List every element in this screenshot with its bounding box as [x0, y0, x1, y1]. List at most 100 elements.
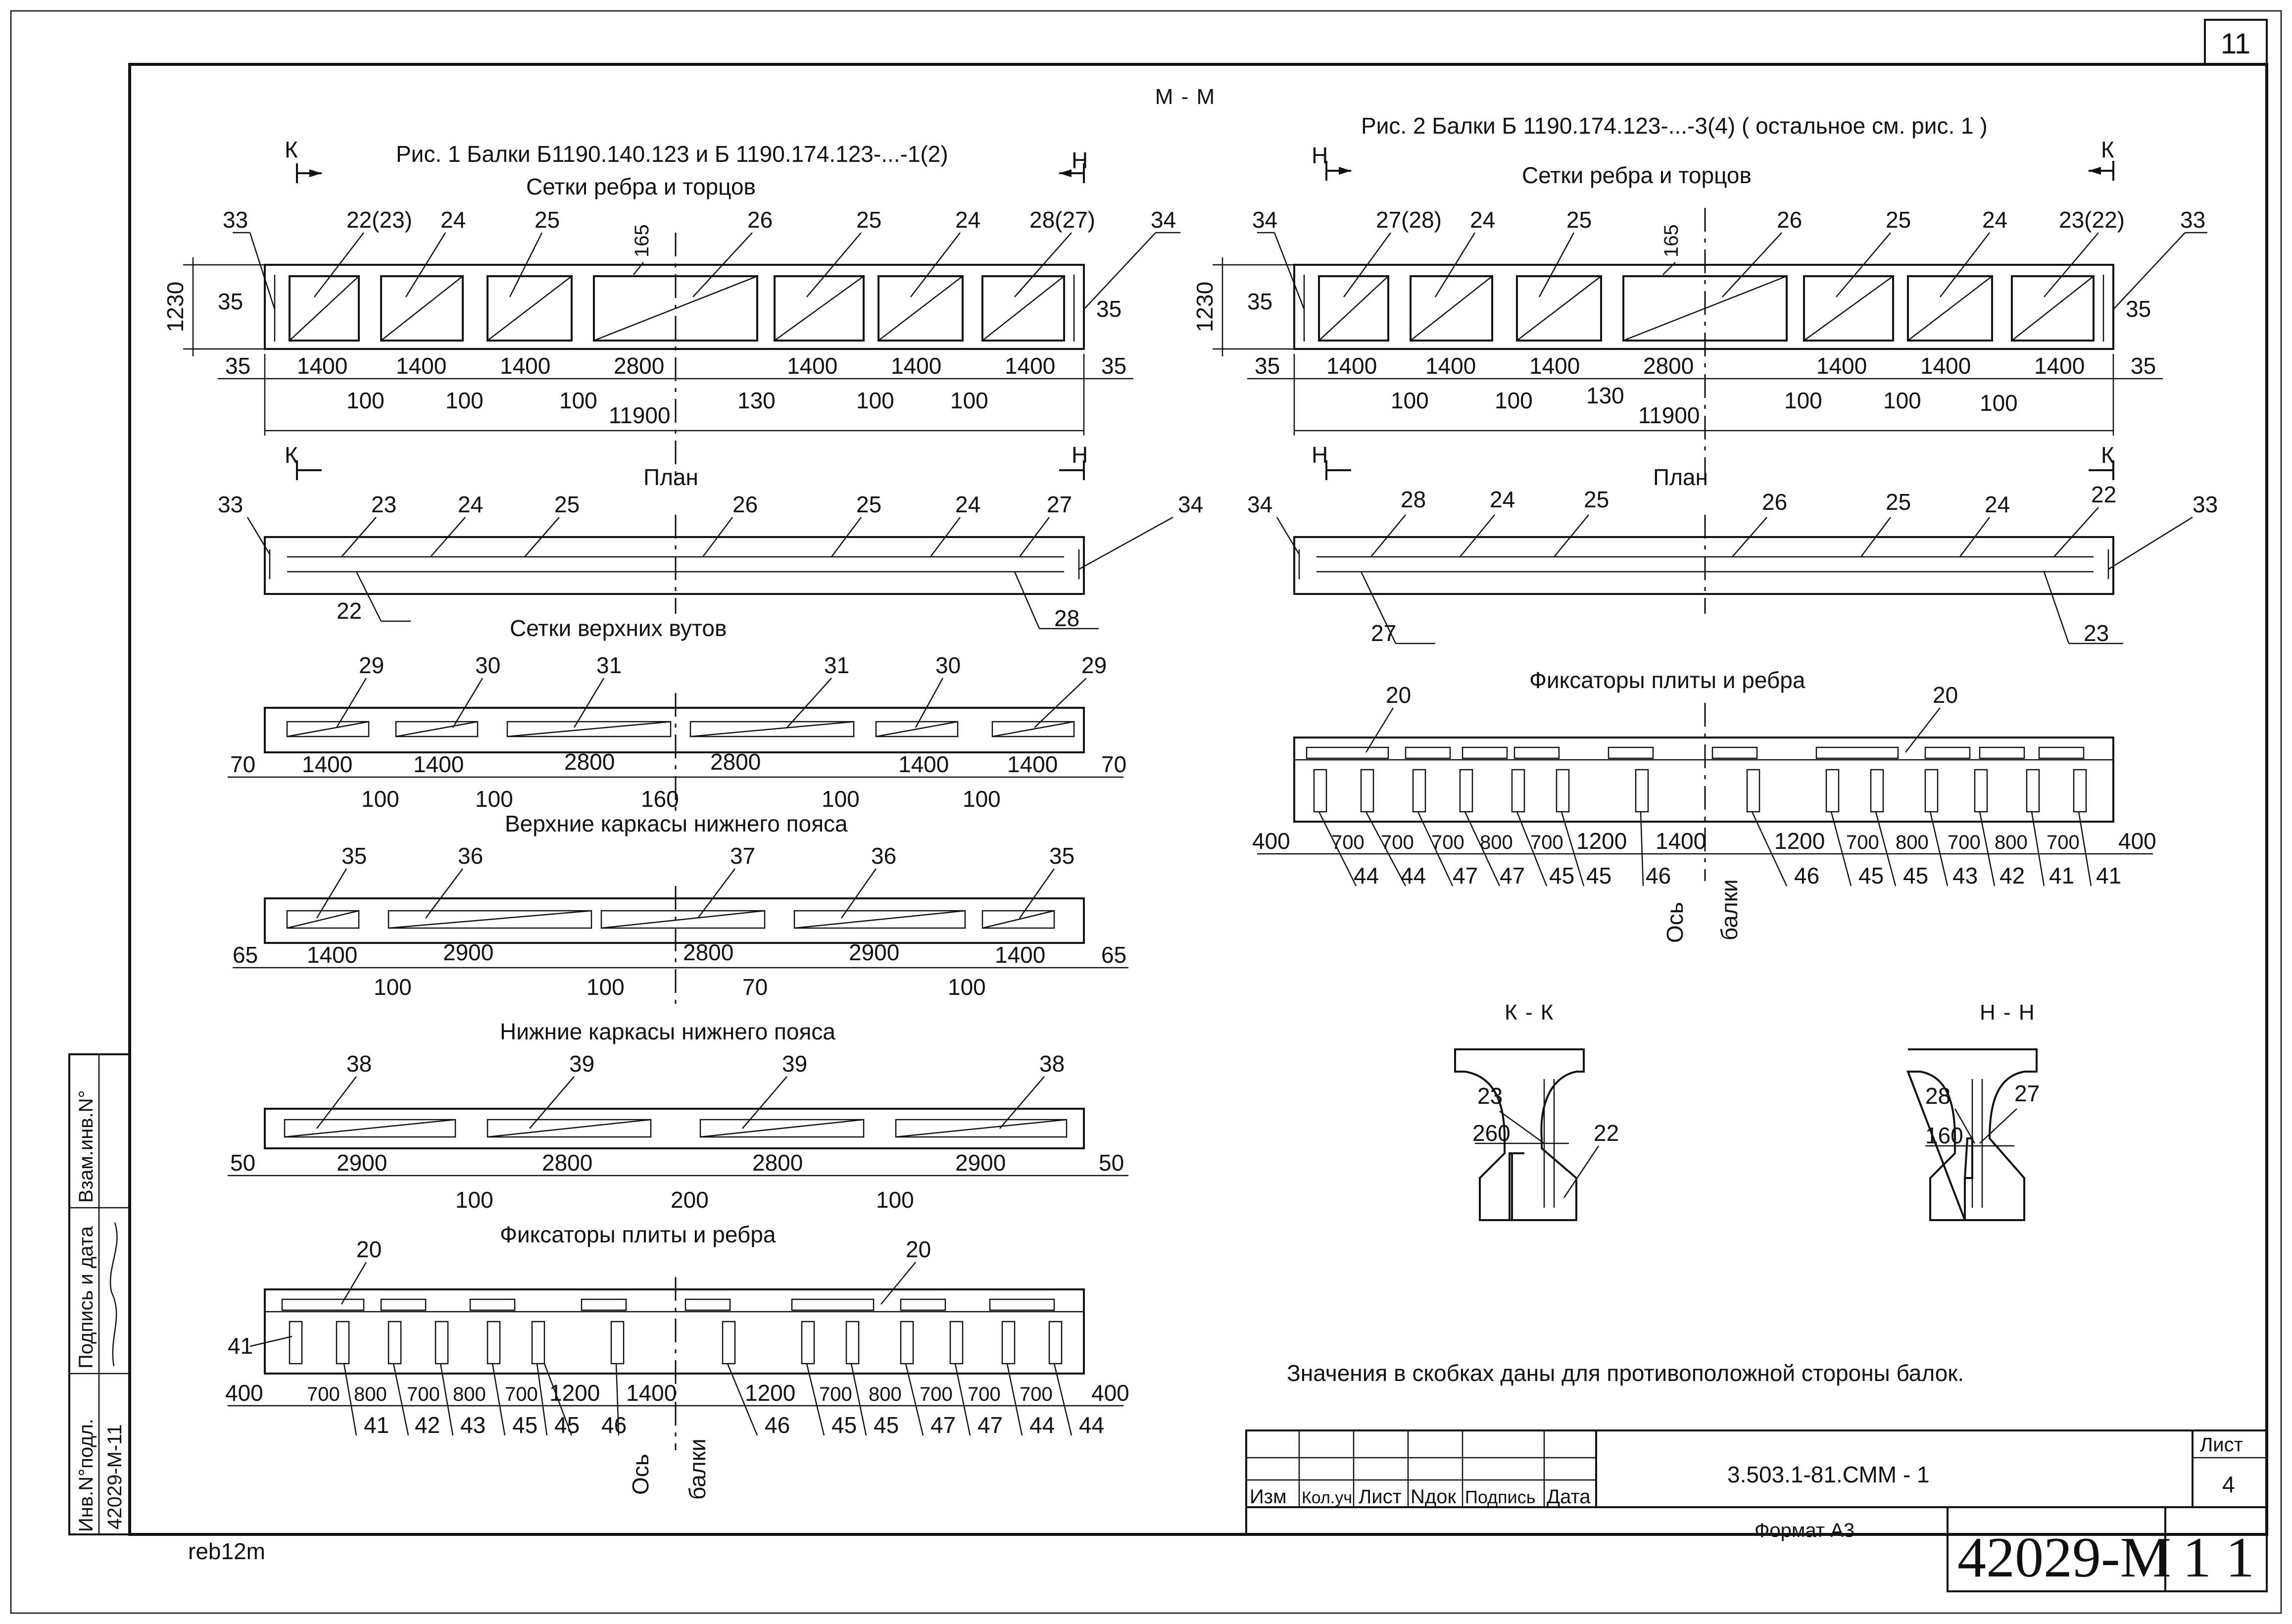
tb-header-2: Лист [1359, 1486, 1402, 1508]
fig1-topcage-label-0: 35 [341, 843, 367, 869]
fig1-total: 11900 [609, 402, 671, 428]
fig2-fix-bottom-6: 46 [1646, 863, 1671, 888]
fig1-upper-label-5: 29 [1081, 652, 1107, 678]
fig1-botcage-gap-2: 100 [876, 1187, 914, 1213]
fig1-gap-4: 100 [856, 388, 894, 413]
corner-number-box [2204, 19, 2268, 65]
fig1-botcage-dim-1: 2900 [337, 1150, 387, 1176]
fig1-fix-dim-3: 700 [407, 1383, 440, 1405]
fig1-cut-left-bottom: К [285, 442, 298, 468]
fig1-dim-3: 1400 [500, 353, 550, 379]
fig1-upper-title: Сетки верхних вутов [510, 615, 727, 641]
fig2-title: Рис. 2 Балки Б 1190.174.123-...-3(4) ( о… [1361, 113, 1988, 139]
fig1-gap-1: 100 [445, 388, 484, 413]
fig2-mesh-side-right: 35 [2126, 296, 2151, 322]
fig1-cut-right-top: Н [1072, 148, 1088, 173]
fig1-topcage-dim-0: 65 [233, 942, 258, 968]
fig1-upper-dim-4: 2800 [710, 749, 761, 775]
fig1-upper-dim-5: 1400 [898, 751, 949, 777]
fig1-botcage-dim-2: 2800 [542, 1150, 592, 1176]
fig2-mesh-label-7: 24 [1982, 207, 2007, 233]
fig2-fix-dim-11: 700 [1948, 832, 1981, 853]
fig2-dim-5: 1400 [1816, 353, 1867, 379]
fig1-axis-label-1: Ось [628, 1454, 653, 1495]
fig1-botcage-label-2: 39 [782, 1051, 807, 1077]
fig1-topcage-gap-0: 100 [374, 974, 412, 1000]
brackets-note: Значения в скобках даны для противополож… [1287, 1360, 1964, 1386]
fig2-gap-4: 100 [1883, 388, 1921, 413]
fig2-fix-dim-0: 400 [1252, 828, 1290, 854]
fig2-fix-dim-8: 1200 [1774, 828, 1825, 854]
fig1-upper-label-2: 31 [596, 652, 622, 678]
fig2-gap-0: 100 [1391, 388, 1429, 413]
fig1-botcage-dim-3: 2800 [752, 1150, 803, 1176]
fig1-plan-label-2: 24 [458, 492, 483, 517]
stamp-col2-title: Подпись и дата [75, 1226, 97, 1369]
section-kk-title: К - К [1505, 1000, 1554, 1025]
fig1-topcage-gap-2: 70 [742, 974, 768, 1000]
fig1-fix-dim-9: 700 [819, 1383, 852, 1405]
fig1-upper-dim-6: 1400 [1007, 751, 1058, 777]
fig1-fix-dim-4: 800 [453, 1383, 486, 1405]
section-n-n: Н - Н 28 27 160 [1906, 1000, 2040, 1221]
fig2-gap-1: 100 [1495, 388, 1533, 413]
section-nn-label-1: 27 [2014, 1081, 2040, 1106]
fig2-dim-0: 35 [1255, 353, 1280, 379]
fig1-mesh-elevation: 33 22(23) 24 25 165 26 25 24 28(27) 34 3… [162, 207, 1180, 485]
fig1-fix-bottom-9: 47 [930, 1412, 956, 1438]
figure-2: Рис. 2 Балки Б 1190.174.123-...-3(4) ( о… [1192, 113, 2218, 943]
fig1-topcage-title: Верхние каркасы нижнего пояса [505, 811, 848, 837]
fig2-fix-bottom-1: 44 [1401, 863, 1426, 888]
fig1-topcage-dim-1: 1400 [307, 942, 357, 968]
fig2-mesh-label-6: 25 [1886, 207, 1911, 233]
tb-format: Формат А3 [1755, 1520, 1854, 1541]
fig1-dim-2: 1400 [396, 353, 446, 379]
fig1-plan-label-3: 25 [554, 492, 580, 517]
fig1-upper-gap-4: 100 [963, 786, 1001, 812]
fig2-fix-bottom-13: 41 [2096, 863, 2121, 888]
corner-sheet-number: 11 [2221, 28, 2250, 60]
fig1-fixators: Фиксаторы плиты и ребра 20 20 [225, 1222, 1129, 1500]
fig2-fix-dim-13: 700 [2047, 832, 2080, 853]
fig1-upper-label-4: 30 [935, 652, 961, 678]
fig2-total: 11900 [1638, 402, 1700, 428]
fig1-topcage-dim-3: 2800 [683, 939, 733, 965]
fig1-topcage-label-1: 36 [458, 843, 483, 869]
fig2-fix-dim-6: 1200 [1576, 828, 1627, 854]
fig1-mesh-label-7: 24 [955, 207, 980, 233]
tb-sheet-label: Лист [2200, 1434, 2243, 1456]
fig1-upper-dim-0: 70 [230, 751, 255, 777]
fig1-topcage-gap-3: 100 [948, 974, 986, 1000]
fig1-plan-bottom-0: 22 [337, 598, 362, 624]
fig1-plan-label-8: 34 [1178, 492, 1203, 517]
fig1-cut-marks: К Н К Н [285, 137, 1088, 480]
fig1-axis-label-2: балки [684, 1438, 710, 1500]
fig2-plan-bottom-1: 23 [2084, 620, 2109, 646]
fig2-mesh-label-4: 165 [1660, 224, 1682, 257]
fig2-mesh-label-2: 24 [1470, 207, 1495, 233]
fig1-fix-dim-6: 1200 [549, 1380, 600, 1406]
fig1-fix-bottom-6: 46 [765, 1412, 790, 1438]
fig1-fix-dim-2: 800 [354, 1383, 387, 1405]
section-mm-label: М - М [1155, 85, 1216, 109]
fig2-fix-dim-12: 800 [1995, 832, 2028, 853]
fig1-mesh-label-3: 25 [535, 207, 560, 233]
fig2-fix-bottom-5: 45 [1586, 863, 1611, 888]
tb-sheet-number: 4 [2222, 1472, 2235, 1497]
fig1-mesh-label-0: 33 [223, 207, 248, 233]
fig2-fix-top-0: 20 [1386, 682, 1411, 708]
fig2-plan: План 34 28 24 25 26 25 24 22 33 27 [1247, 464, 2218, 646]
fig1-fix-bottom-2: 43 [460, 1412, 486, 1438]
fig2-fix-bottom-12: 41 [2049, 863, 2074, 888]
fig1-botcage-label-0: 38 [346, 1051, 372, 1077]
fig1-fix-dim-1: 700 [307, 1383, 340, 1405]
fig1-mesh-label-5: 26 [747, 207, 773, 233]
fig1-topcage-dim-6: 65 [1101, 942, 1126, 968]
tb-header-4: Подпись [1465, 1487, 1535, 1507]
fig1-fix-dim-13: 700 [1020, 1383, 1053, 1405]
fig1-topcage-dim-5: 1400 [995, 942, 1045, 968]
fig1-fix-dim-0: 400 [225, 1380, 263, 1406]
fig2-dim-4: 2800 [1643, 353, 1694, 379]
fig1-fix-bottom-5: 46 [601, 1412, 627, 1438]
fig2-fix-dim-14: 400 [2118, 828, 2156, 854]
